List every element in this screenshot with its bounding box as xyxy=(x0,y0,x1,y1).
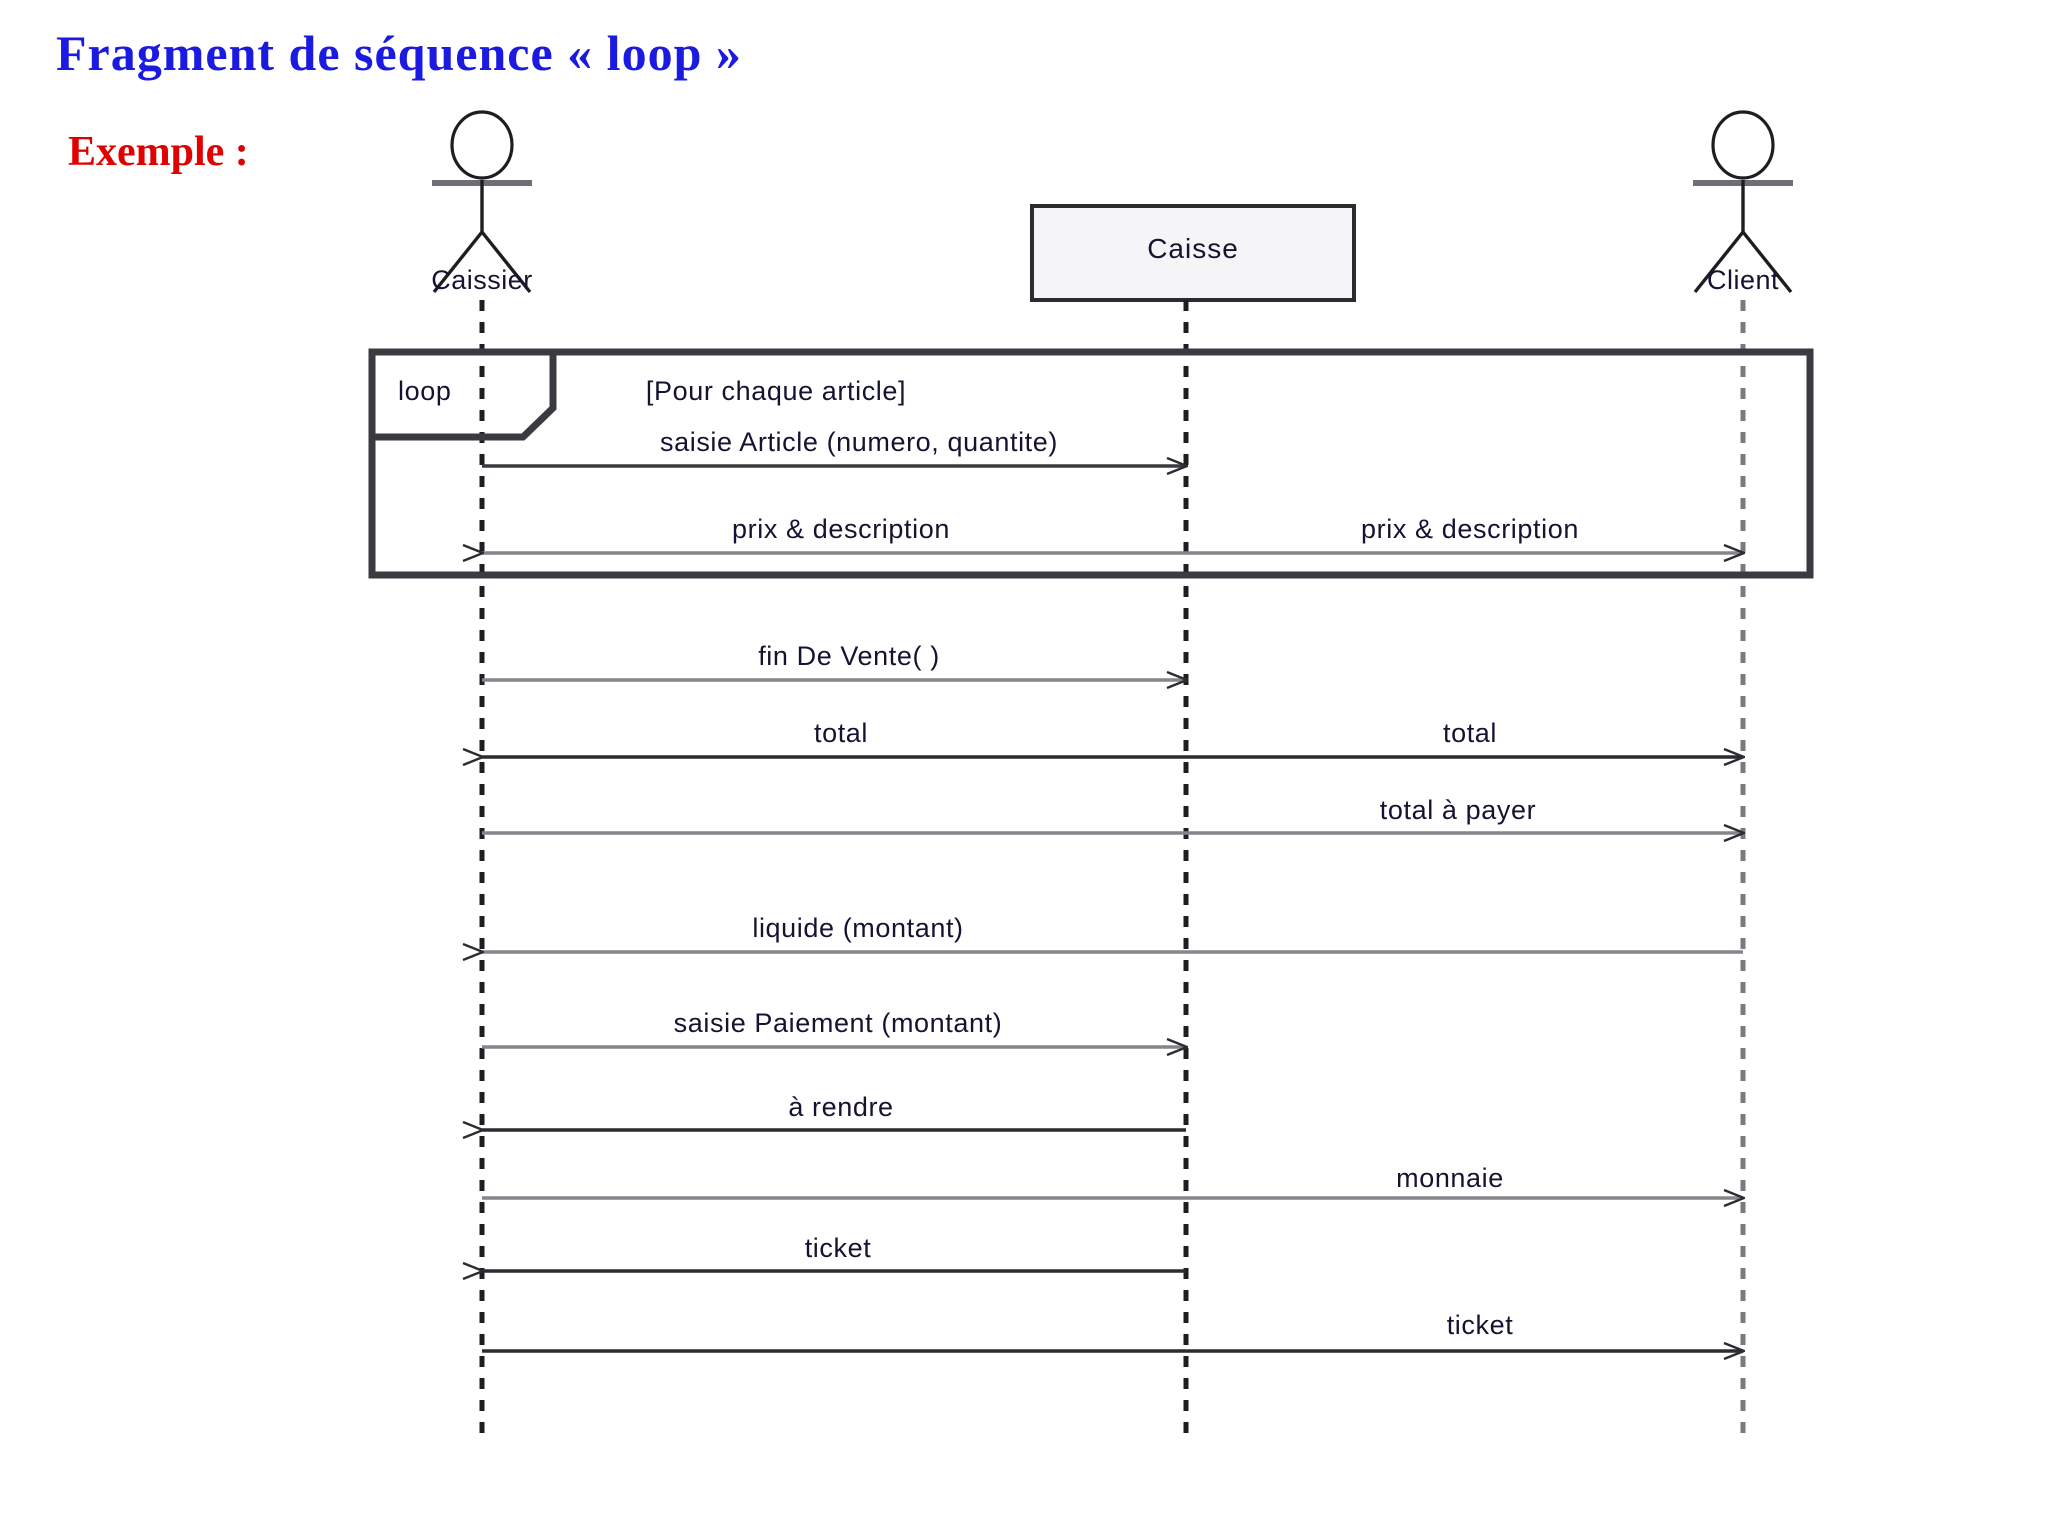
message-label-prix-description-right: prix & description xyxy=(1361,514,1579,544)
fragment-operator-label: loop xyxy=(398,376,452,406)
message-label-prix-description-left: prix & description xyxy=(732,514,950,544)
message-label-total-right: total xyxy=(1442,718,1498,748)
page-title: Fragment de séquence « loop » xyxy=(56,25,742,81)
message-label-a-rendre: à rendre xyxy=(788,1092,894,1122)
message-label-total-a-payer: total à payer xyxy=(1379,795,1537,825)
lifelines xyxy=(479,300,1746,1443)
message-label-monnaie: monnaie xyxy=(1396,1163,1504,1193)
example-label: Exemple : xyxy=(68,129,249,175)
actor-caissier-figure xyxy=(432,110,532,294)
message-label-total-left: total xyxy=(813,718,869,748)
fragment-guard-label: [Pour chaque article] xyxy=(645,376,907,406)
object-caisse-box xyxy=(1030,204,1356,302)
message-label-saisie-paiement: saisie Paiement (montant) xyxy=(673,1008,1003,1038)
message-label-fin-de-vente: fin De Vente( ) xyxy=(758,641,940,671)
actor-client-figure xyxy=(1693,110,1793,294)
message-arrows xyxy=(482,466,1743,1351)
message-label-saisie-article: saisie Article (numero, quantite) xyxy=(660,427,1058,457)
message-label-ticket-left: ticket xyxy=(804,1233,872,1263)
message-label-ticket-right: ticket xyxy=(1446,1310,1514,1340)
participant-label-client: Client xyxy=(1706,265,1780,295)
message-label-liquide: liquide (montant) xyxy=(752,913,964,943)
loop-fragment-frame xyxy=(368,348,1814,579)
participant-label-caissier: Caissier xyxy=(431,265,533,295)
participant-label-caisse: Caisse xyxy=(1147,233,1239,264)
